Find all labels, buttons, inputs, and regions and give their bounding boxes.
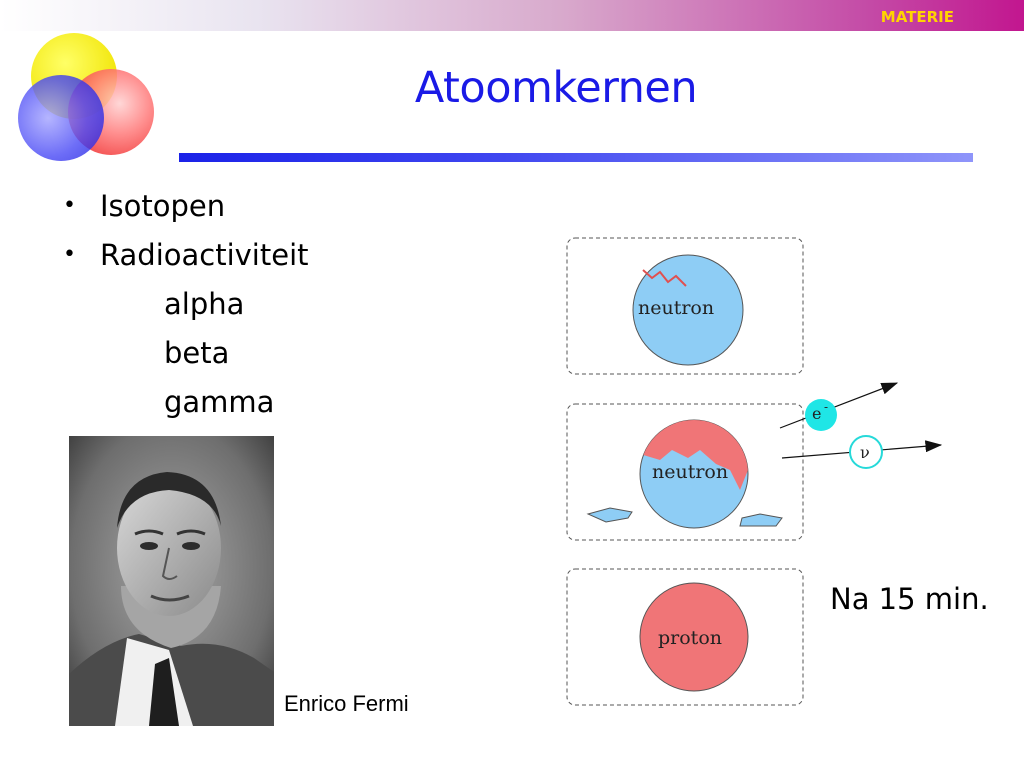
slide-title: Atoomkernen: [414, 63, 698, 113]
decay-neutron-label: neutron: [652, 461, 728, 483]
sub-item-gamma: gamma: [164, 385, 275, 419]
neutron-particle: [632, 254, 744, 366]
bullet-list: • Isotopen • Radioactiviteit alpha beta …: [58, 186, 309, 431]
proton-label: proton: [658, 627, 722, 649]
proton-particle: [639, 582, 749, 692]
sub-item-beta: beta: [164, 336, 230, 370]
bullet-item-radioactiviteit: • Radioactiviteit: [58, 235, 309, 284]
time-note: Na 15 min.: [830, 582, 989, 616]
debris-right: [739, 513, 783, 527]
title-underline: [179, 153, 973, 162]
bullet-dot-icon: •: [63, 242, 76, 267]
section-label: MATERIE: [880, 8, 954, 26]
bullet-label: Isotopen: [100, 189, 226, 223]
electron-particle: [805, 399, 837, 431]
sub-item-alpha: alpha: [164, 287, 245, 321]
bullet-label: Radioactiviteit: [100, 238, 309, 272]
neutrino-symbol: ν: [860, 443, 870, 462]
bullet-dot-icon: •: [63, 193, 76, 218]
top-banner: [0, 0, 1024, 31]
bullet-item-isotopen: • Isotopen: [58, 186, 309, 235]
beta-decay-diagram: neutron neutron e - ν proton: [566, 237, 943, 706]
neutrino-particle: [849, 435, 883, 469]
photo-caption: Enrico Fermi: [284, 691, 409, 716]
neutron-label: neutron: [638, 297, 714, 319]
debris-left: [586, 507, 633, 523]
electron-charge: -: [824, 400, 828, 414]
portrait-photo: [69, 436, 274, 726]
color-circles-logo: [18, 33, 154, 161]
electron-symbol: e: [812, 404, 821, 423]
